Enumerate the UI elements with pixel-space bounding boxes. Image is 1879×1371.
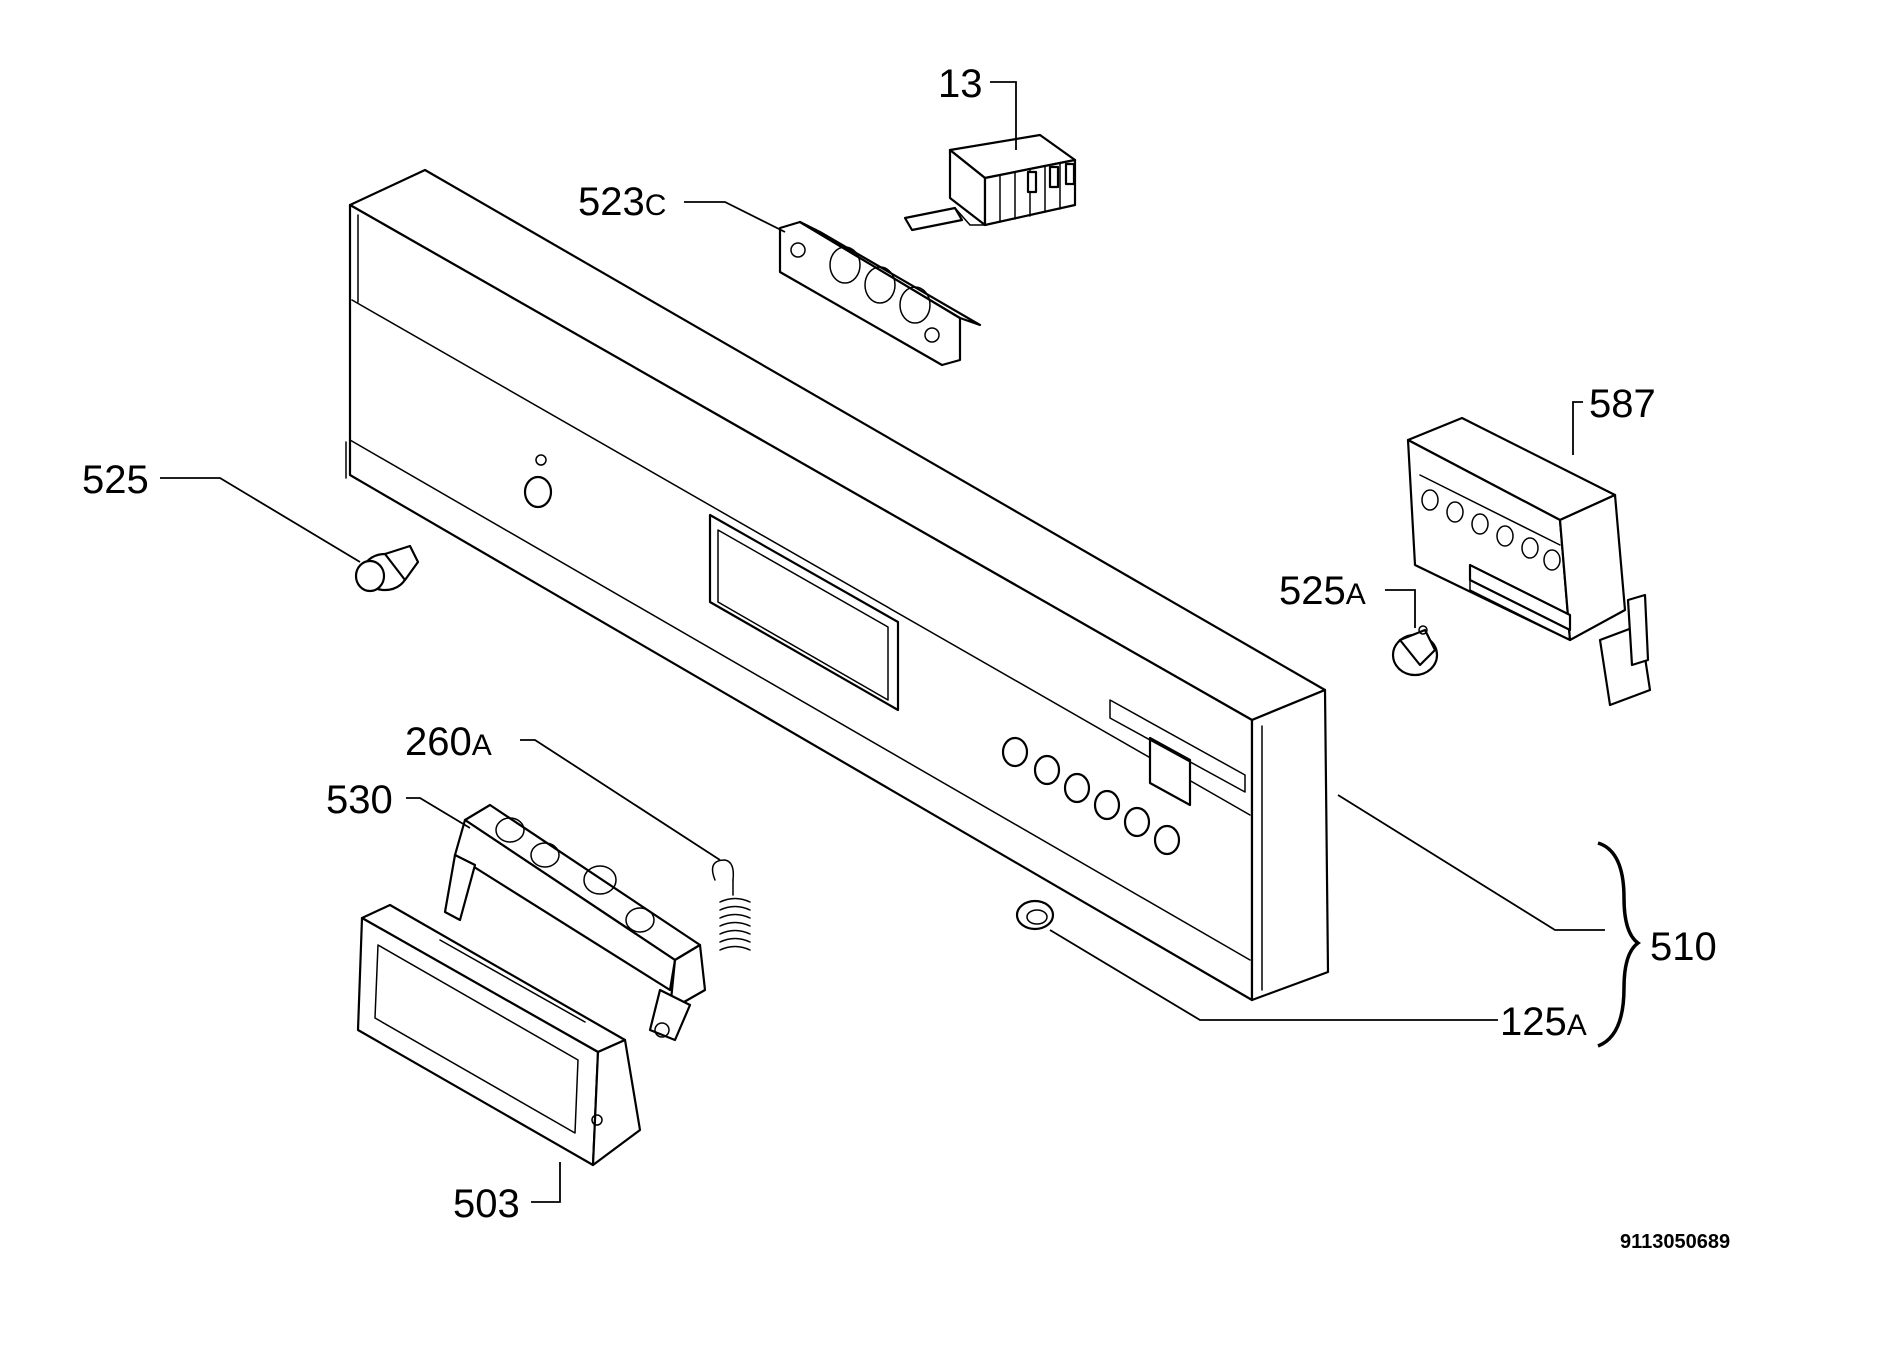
label-523c: 523C: [578, 180, 666, 224]
label-525: 525: [82, 458, 149, 502]
connector-row: [1421, 489, 1561, 571]
handle-503: [356, 903, 642, 1167]
label-530: 530: [326, 778, 393, 822]
ring-125a: [1015, 899, 1055, 931]
bracket-523c: [778, 220, 982, 367]
label-510: 510: [1650, 925, 1717, 969]
label-525a: 525A: [1279, 569, 1366, 613]
reference-number: 9113050689: [1620, 1231, 1730, 1253]
electronic-module-587: [1406, 416, 1652, 707]
brace-510: [1597, 841, 1642, 1048]
spring-260a: [711, 859, 751, 951]
control-panel: [345, 168, 1330, 1002]
part-labels: 13 523C 587 525 525A 260A 530 510 125A 5…: [82, 62, 1730, 1253]
hinge-530: [443, 803, 707, 1042]
switch-13: [903, 133, 1077, 232]
label-13: 13: [938, 62, 983, 106]
label-503: 503: [453, 1182, 520, 1226]
knob-525a: [1391, 625, 1439, 677]
label-125a: 125A: [1500, 1000, 1587, 1044]
label-260a: 260A: [405, 720, 492, 764]
knob-525: [354, 544, 420, 593]
label-587: 587: [1589, 382, 1656, 426]
leader-lines: [160, 81, 1642, 1203]
